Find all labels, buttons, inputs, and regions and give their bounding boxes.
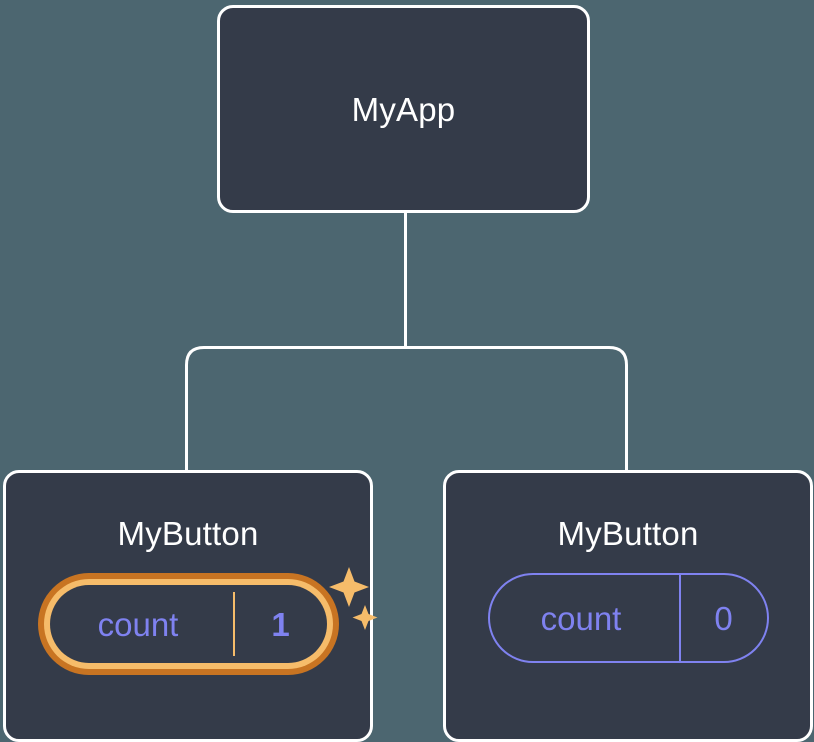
- state-pill-right[interactable]: count 0: [487, 573, 769, 663]
- node-mybutton-left-label: MyButton: [117, 515, 259, 552]
- state-pill-left-value: 1: [232, 592, 327, 656]
- node-myapp[interactable]: MyApp: [217, 5, 590, 213]
- node-mybutton-right-label: MyButton: [557, 515, 699, 552]
- state-pill-left-inner-ring: count 1: [43, 579, 333, 669]
- connector-branch-bus: [185, 346, 628, 470]
- state-pill-right-outline: count 0: [487, 573, 769, 663]
- node-myapp-label: MyApp: [351, 90, 456, 128]
- state-pill-right-value: 0: [678, 575, 767, 661]
- node-mybutton-right[interactable]: MyButton count 0: [443, 470, 813, 742]
- sparkle-large-icon: [328, 567, 369, 607]
- state-pill-left[interactable]: count 1: [37, 567, 377, 675]
- state-pill-left-outer-ring: count 1: [37, 573, 339, 675]
- state-pill-right-key: count: [540, 599, 622, 637]
- state-pill-left-key: count: [97, 605, 179, 643]
- sparkle-small-icon: [352, 605, 377, 630]
- node-mybutton-left[interactable]: MyButton count 1: [3, 470, 377, 742]
- state-pill-left-core: count 1: [49, 585, 327, 663]
